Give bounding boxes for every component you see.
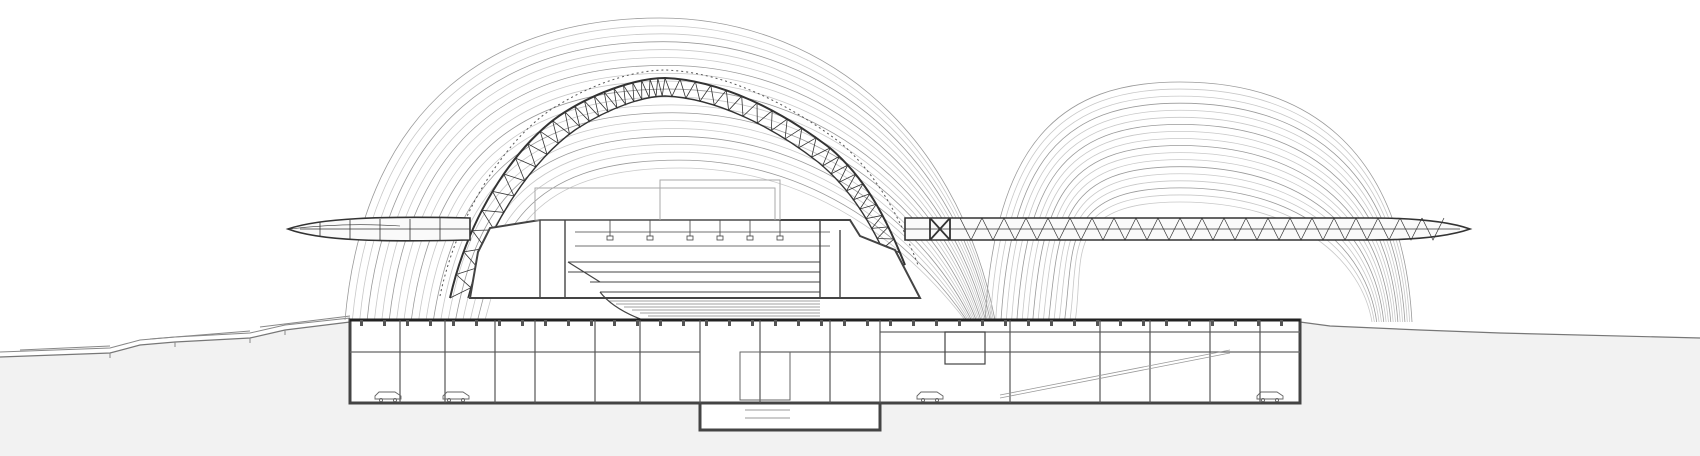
left-cantilever-wing: [285, 216, 471, 242]
right-cantilever-wing: [904, 217, 1473, 241]
podium-structure: [348, 318, 1302, 432]
right-shell-contours: [984, 81, 1413, 323]
car-icon: [442, 391, 470, 403]
car-icon: [1256, 391, 1284, 403]
ground-mass: [0, 322, 1700, 456]
left-terraces: [0, 315, 351, 358]
car-icon: [916, 391, 944, 403]
car-icon: [374, 391, 402, 403]
auditorium-volume: [468, 179, 922, 341]
